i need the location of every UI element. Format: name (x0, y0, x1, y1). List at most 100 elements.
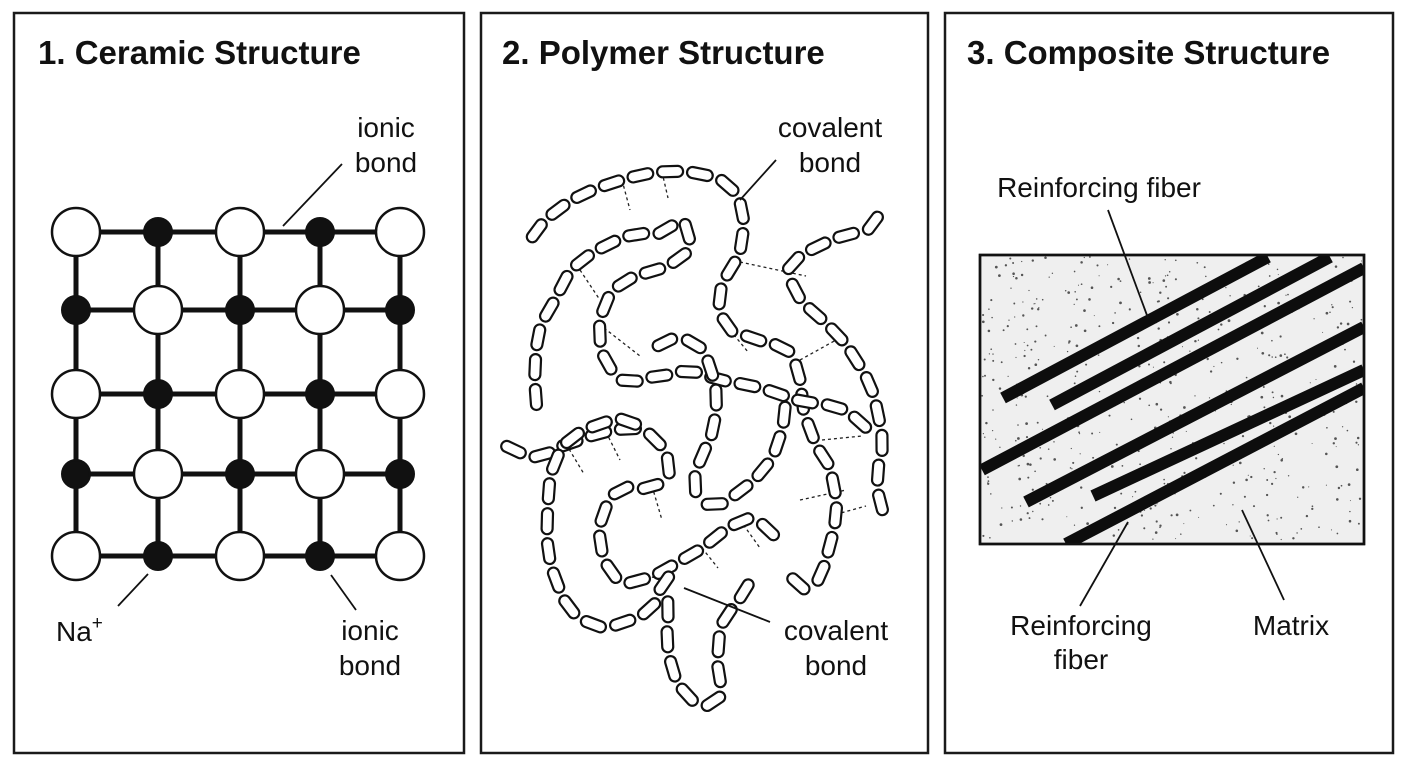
matrix-particle (1230, 403, 1232, 406)
crosslink (661, 171, 669, 199)
matrix-particle (1274, 356, 1277, 359)
chain-link (786, 572, 811, 596)
matrix-particle (1225, 286, 1227, 289)
matrix-particle (995, 438, 997, 440)
matrix-particle (1337, 486, 1341, 490)
matrix-particle (1136, 336, 1140, 340)
matrix-particle (1245, 376, 1248, 379)
matrix-particle (987, 480, 990, 482)
matrix-particle (992, 353, 994, 355)
matrix-particle (1046, 395, 1049, 398)
fiber-2 (1049, 255, 1333, 411)
matrix-particle (1243, 495, 1246, 498)
matrix-particle (1355, 383, 1358, 385)
matrix-particle (1014, 343, 1017, 345)
matrix-particle (1232, 481, 1236, 484)
matrix-particle (1138, 397, 1142, 400)
matrix-particle (1028, 517, 1031, 520)
fibers (980, 255, 1364, 544)
matrix-particle (1300, 528, 1303, 530)
matrix-particle (1041, 518, 1044, 521)
matrix-particle (1070, 447, 1072, 450)
matrix-particle (1194, 339, 1197, 343)
matrix-particle (1077, 284, 1080, 286)
matrix-particle (1147, 277, 1151, 280)
chain-link (728, 479, 754, 502)
matrix-particle (1083, 309, 1086, 312)
matrix-particle (1267, 519, 1270, 522)
matrix-particle (1203, 266, 1206, 269)
matrix-particle (1270, 482, 1274, 486)
matrix-particle (1123, 401, 1125, 404)
matrix-particle (1039, 446, 1042, 449)
reinforcing-fiber-bottom-label-line1: Reinforcing (1010, 610, 1152, 641)
anion (50, 206, 102, 258)
matrix-particle (1091, 432, 1094, 435)
matrix-particle (1012, 272, 1015, 275)
matrix-particle (984, 436, 986, 438)
matrix-particle (1049, 496, 1052, 499)
matrix-particle (1041, 298, 1044, 301)
matrix-particle (1271, 356, 1273, 358)
chain-link (653, 570, 676, 596)
chain-link (678, 217, 696, 246)
crosslink (729, 329, 749, 353)
matrix-particle (1162, 279, 1166, 282)
matrix-particle (1080, 261, 1083, 264)
matrix-particle (1027, 476, 1030, 479)
chain-link (692, 441, 713, 469)
chain-link (525, 218, 548, 244)
matrix-particle (1250, 475, 1253, 479)
chain-link (801, 416, 820, 445)
chain-link (716, 312, 739, 338)
matrix-particle (1093, 315, 1095, 317)
matrix-particle (1159, 408, 1163, 411)
chain-link (677, 544, 705, 566)
chain-link (500, 439, 527, 460)
crosslink (821, 435, 863, 441)
chain-link (528, 382, 544, 412)
composite-matrix-border (978, 253, 1366, 546)
matrix-particle (1014, 316, 1016, 318)
crosslink (603, 327, 641, 357)
matrix-particle (1020, 273, 1024, 277)
fiber-1 (1000, 255, 1271, 404)
matrix-particle (1028, 289, 1030, 292)
chain-link (661, 595, 675, 624)
matrix-particle (1083, 329, 1087, 333)
matrix-particle (1013, 302, 1016, 305)
matrix-particle (1119, 280, 1122, 282)
chain-link (711, 660, 727, 689)
reinforcing-fiber-top-label: Reinforcing fiber (997, 172, 1201, 203)
ionic-bond-top-leader (282, 163, 343, 227)
matrix-particle (1349, 300, 1352, 303)
cation (225, 459, 255, 489)
matrix-particle (1073, 382, 1076, 385)
matrix-particle (1238, 461, 1242, 465)
matrix-particle (1039, 457, 1042, 460)
matrix-particle (1232, 464, 1234, 466)
matrix-particle (1176, 312, 1179, 316)
matrix-particle (991, 316, 993, 319)
matrix-particle (1334, 437, 1337, 440)
matrix-particle (1206, 357, 1209, 361)
matrix-particle (1047, 448, 1050, 450)
chain-link (570, 184, 597, 205)
matrix-particle (1166, 274, 1169, 277)
matrix-particle (1183, 523, 1185, 525)
matrix-particle (982, 375, 984, 378)
chain-link (666, 247, 692, 269)
matrix-particle (989, 537, 991, 539)
matrix-particle (991, 429, 994, 432)
matrix-particle (1035, 325, 1038, 328)
matrix-particle (1325, 484, 1327, 486)
fiber-5 (1090, 364, 1364, 502)
matrix-particle (1349, 500, 1351, 502)
matrix-particle (1074, 375, 1077, 377)
matrix-particle (1175, 513, 1179, 517)
matrix-particle (1108, 414, 1111, 417)
matrix-particle (1140, 514, 1144, 517)
matrix-particle (988, 353, 991, 355)
matrix-particle (1285, 294, 1287, 296)
matrix-particle (1273, 445, 1275, 447)
